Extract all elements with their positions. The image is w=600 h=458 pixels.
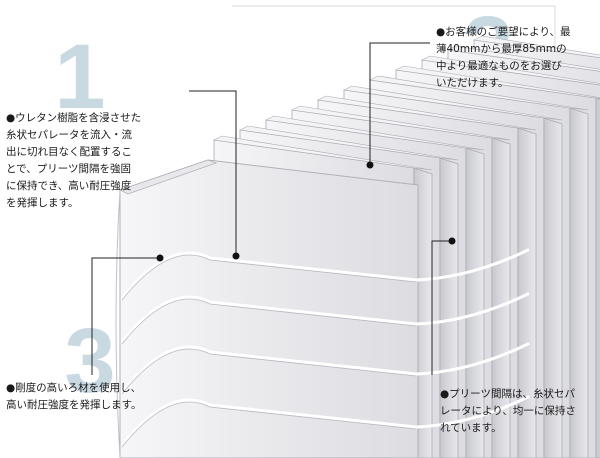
numeral-3: 3 xyxy=(64,310,115,412)
thread-shadow xyxy=(121,348,417,395)
leader-dots xyxy=(156,161,456,262)
leader-line-2 xyxy=(369,42,430,165)
thread-shadow xyxy=(121,401,417,448)
callout-2-text: ●お客様のご要望により、最 薄40mmから最厚85mmの 中より最適なものをお選… xyxy=(436,26,571,89)
leader-dot-2 xyxy=(366,161,374,169)
thread-separators xyxy=(120,248,530,448)
thread-shadow xyxy=(121,254,417,301)
callout-4-text: ●プリーツ間隔は、糸状セパ レータにより、均一に保持さ れています。 xyxy=(440,388,576,434)
leader-dot-1 xyxy=(232,252,240,260)
leader-line-1 xyxy=(189,90,237,256)
leader-line-3 xyxy=(91,257,160,375)
callout-3-text: ●剛度の高いろ材を使用し、 高い耐圧強度を発揮します。 xyxy=(6,382,142,411)
leader-lines xyxy=(91,42,452,375)
thread-shadow xyxy=(121,298,417,345)
leader-dot-3 xyxy=(156,254,164,262)
thread-line xyxy=(120,248,530,300)
thread-line xyxy=(120,395,530,447)
leader-dot-4 xyxy=(448,237,456,245)
numeral-1: 1 xyxy=(54,26,105,128)
leader-line-4 xyxy=(431,240,452,375)
thread-line xyxy=(120,292,530,344)
callout-1-text: ●ウレタン樹脂を含浸させた 糸状セパレータを流入・流 出に切れ目なく配置するこ … xyxy=(6,112,142,209)
thread-line xyxy=(120,342,530,394)
